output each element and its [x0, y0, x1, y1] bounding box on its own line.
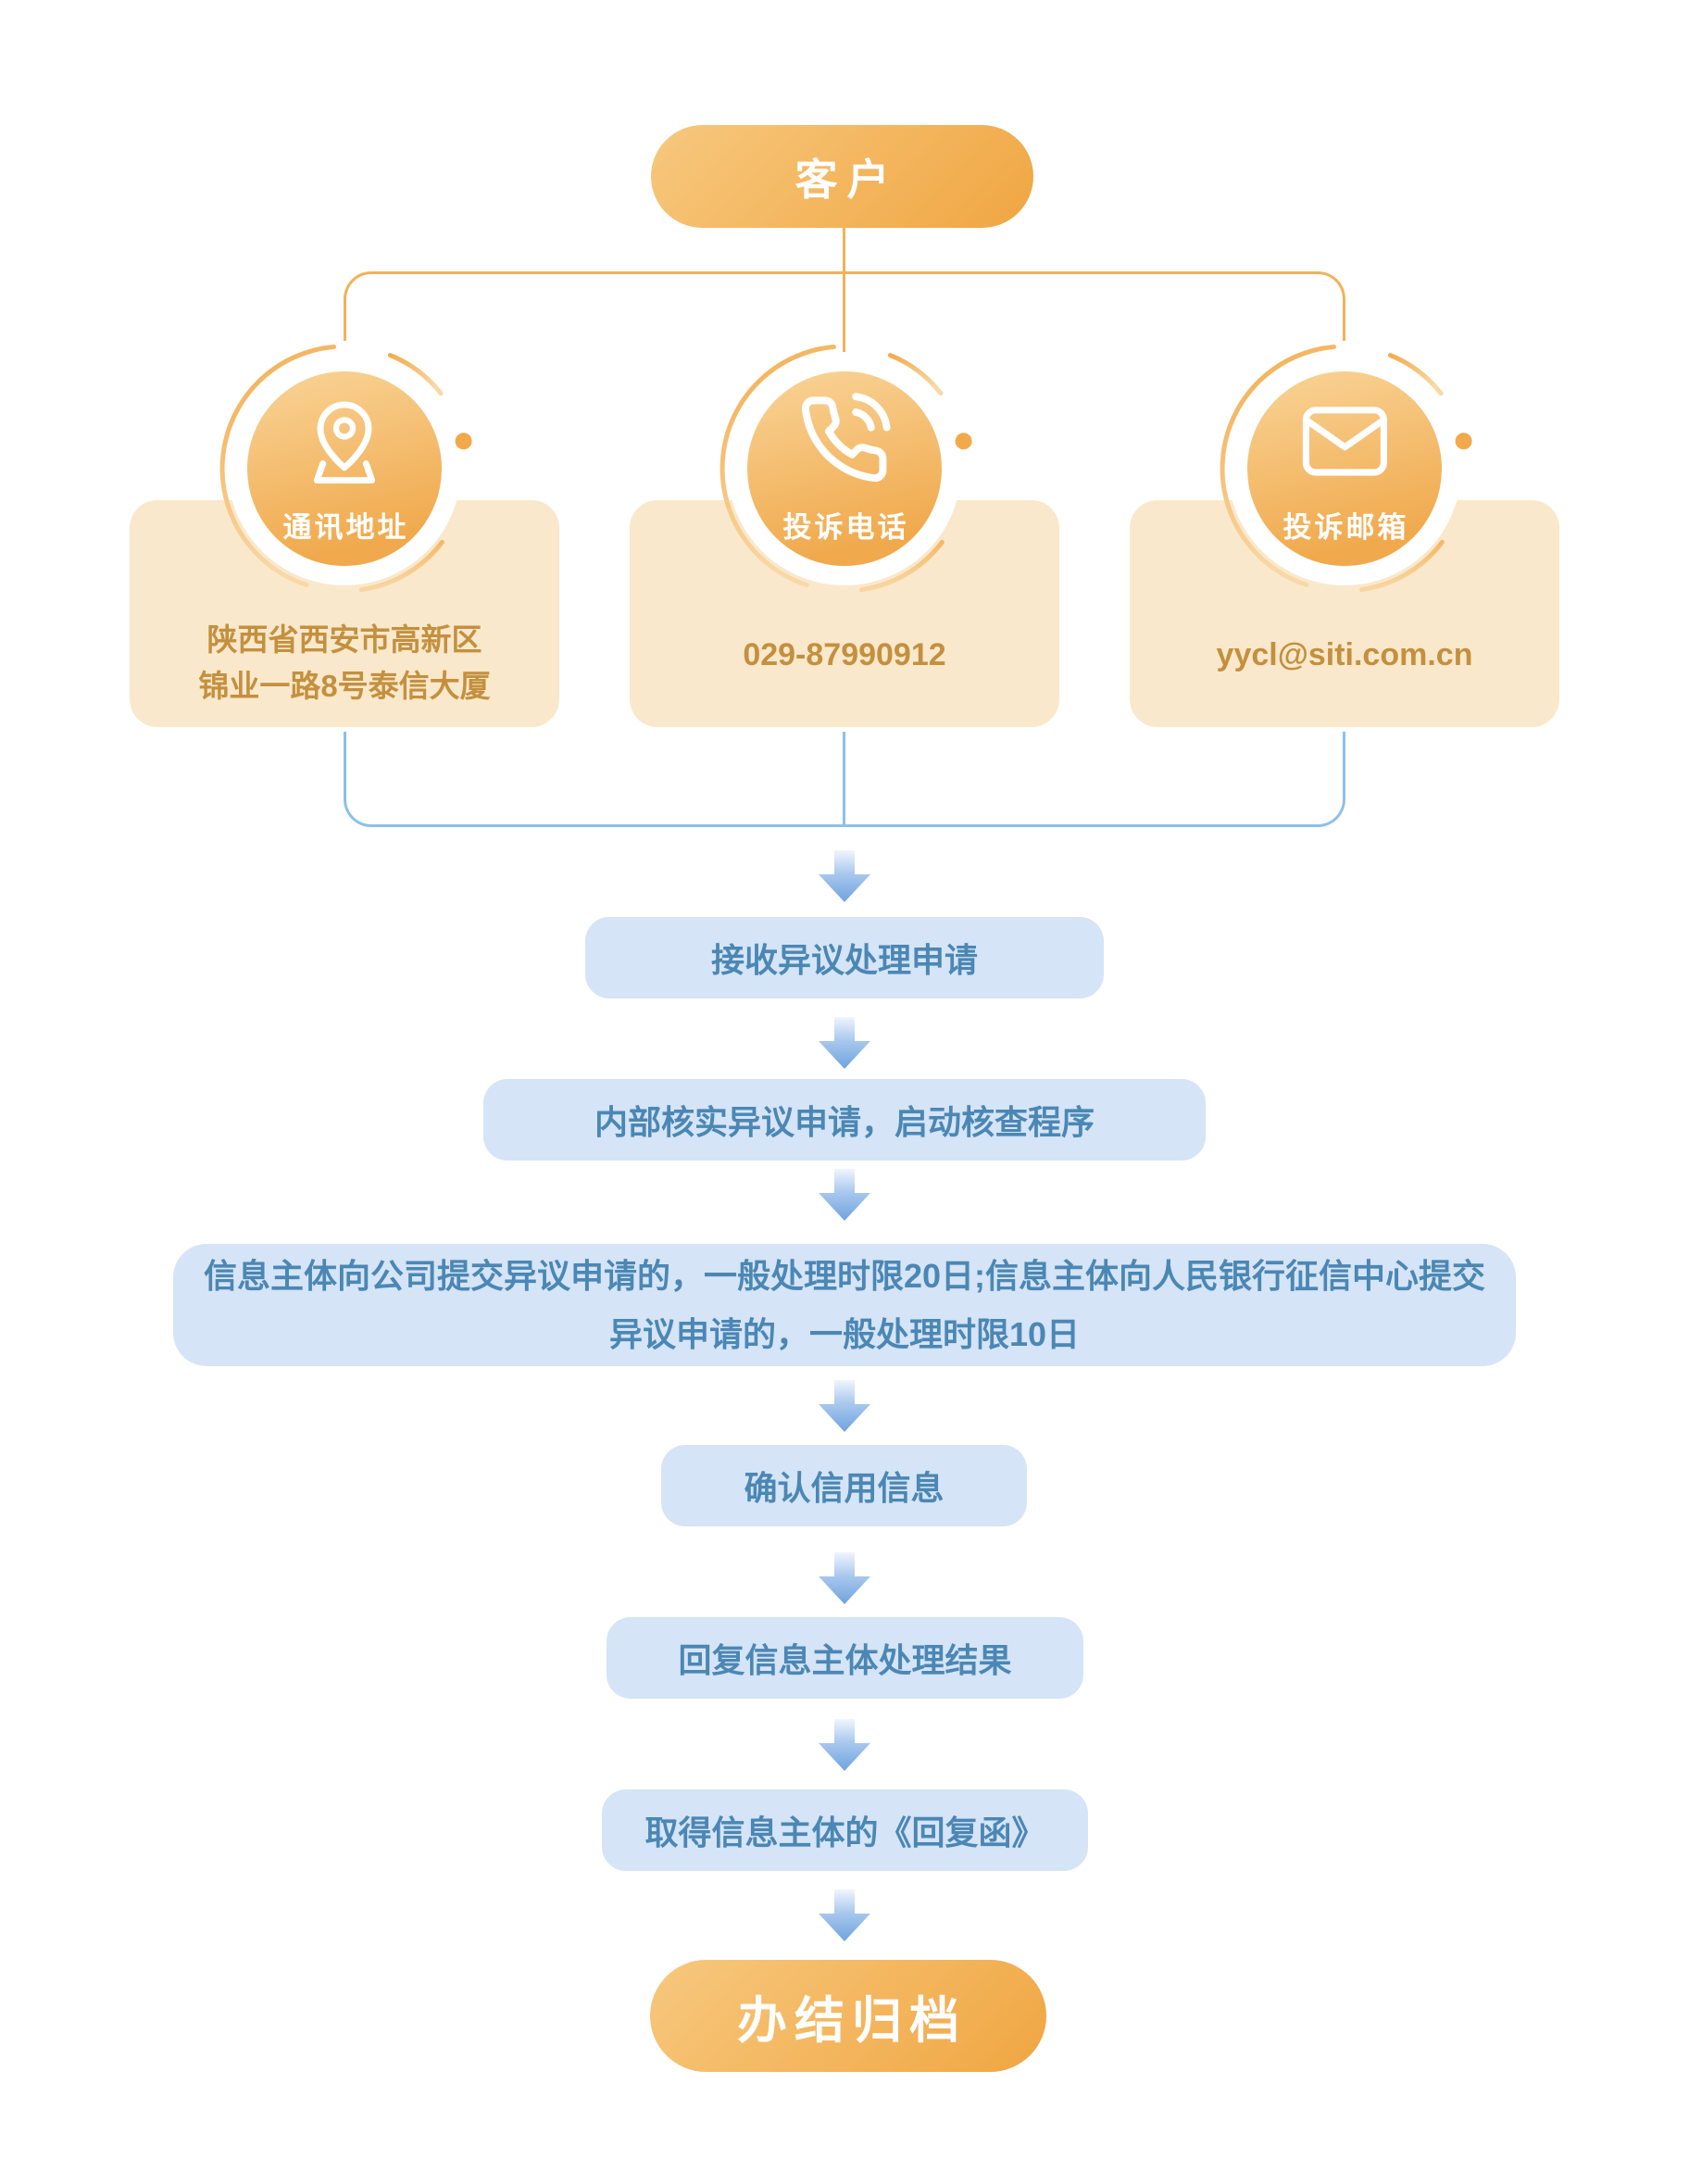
end-node: 办结归档 — [650, 1960, 1046, 2072]
step-internal-verification: 内部核实异议申请，启动核查程序 — [483, 1079, 1206, 1161]
step-processing-time-limits: 信息主体向公司提交异议申请的，一般处理时限20日;信息主体向人民银行征信中心提交… — [173, 1244, 1516, 1366]
orbit-arcs — [719, 345, 945, 593]
step-receive-application: 接收异议处理申请 — [585, 917, 1104, 998]
step-reply-result: 回复信息主体处理结果 — [607, 1617, 1083, 1699]
address-circle-label: 通讯地址 — [282, 511, 409, 544]
address-circle-graphic — [219, 345, 472, 593]
mail-icon — [1302, 407, 1387, 476]
start-node: 客户 — [651, 125, 1033, 228]
connector-top-bracket — [344, 271, 1345, 341]
phone-circle-label: 投诉电话 — [782, 511, 909, 544]
email-card-text: yycl@siti.com.cn — [1216, 637, 1473, 672]
phone-icon — [801, 393, 891, 483]
flow-arrow-5 — [819, 1552, 870, 1604]
phone-card-text: 029-87990912 — [743, 637, 946, 672]
orbit-dot — [455, 433, 472, 450]
address-line-2: 锦业一路8号泰信大厦 — [198, 669, 491, 703]
email-circle-graphic — [1220, 345, 1472, 593]
flow-arrow-6 — [819, 1719, 870, 1771]
flow-arrow-1 — [819, 850, 870, 902]
step-confirm-credit-info: 确认信用信息 — [661, 1445, 1027, 1526]
flow-arrow-2 — [819, 1017, 870, 1069]
step-obtain-reply-letter: 取得信息主体的《回复函》 — [602, 1789, 1088, 1871]
connector-merge-bracket — [344, 732, 1345, 827]
location-pin-icon — [313, 401, 376, 484]
address-card-text: 陕西省西安市高新区 锦业一路8号泰信大厦 — [130, 617, 559, 709]
orbit-dot — [955, 433, 972, 450]
orange-disc — [1247, 371, 1442, 566]
connector-top-vertical — [843, 228, 845, 358]
orbit-arcs — [1220, 345, 1445, 593]
address-line-1: 陕西省西安市高新区 — [206, 622, 482, 657]
orbit-arcs — [219, 345, 444, 593]
start-node-label: 客户 — [794, 155, 899, 204]
connector-merge-center — [843, 732, 845, 824]
flow-arrow-4 — [819, 1380, 870, 1432]
email-circle-label: 投诉邮箱 — [1282, 511, 1409, 544]
phone-circle-graphic — [719, 345, 972, 593]
orbit-dot — [1455, 433, 1472, 450]
end-node-label: 办结归档 — [737, 1993, 967, 2049]
flow-arrow-7 — [819, 1889, 870, 1941]
flow-arrow-3 — [819, 1169, 870, 1221]
